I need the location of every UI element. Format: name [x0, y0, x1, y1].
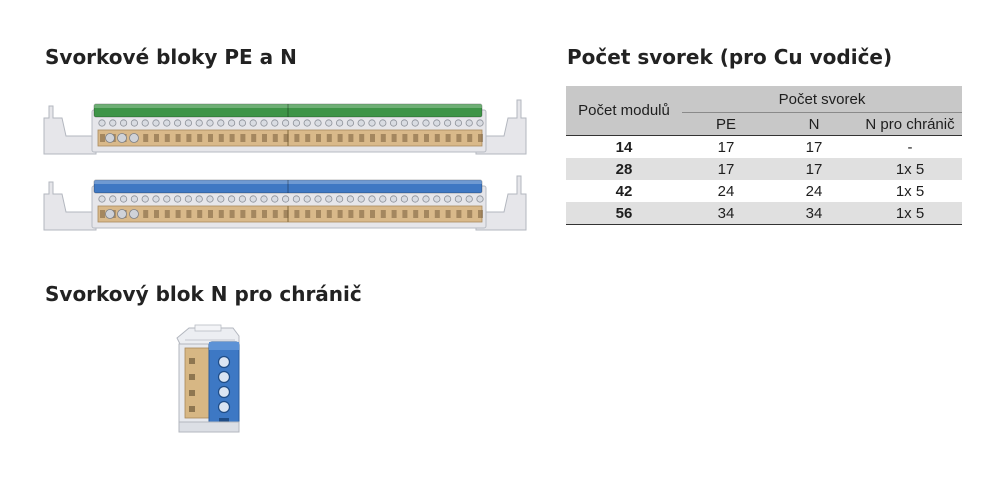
table-row: 56 34 34 1x 5: [566, 202, 962, 225]
header-modules: Počet modulů: [566, 86, 682, 136]
table-heading-terminal-count: Počet svorek (pro Cu vodiče): [567, 45, 893, 69]
table-row: 14 17 17 -: [566, 135, 962, 158]
header-n: N: [770, 112, 858, 136]
section-heading-terminal-blocks: Svorkové bloky PE a N: [45, 45, 297, 69]
cell-n-chranic: 1x 5: [858, 202, 962, 225]
cell-pe: 34: [682, 202, 770, 225]
table-row: 42 24 24 1x 5: [566, 180, 962, 202]
section-heading-n-block: Svorkový blok N pro chránič: [45, 282, 362, 306]
cell-n: 24: [805, 182, 823, 200]
cell-modules: 56: [566, 202, 682, 225]
cell-n-chranic: 1x 5: [858, 158, 962, 180]
cell-modules: 14: [566, 135, 682, 158]
cell-modules: 42: [615, 182, 633, 200]
cell-n: 34: [770, 202, 858, 225]
cell-n: 17: [770, 158, 858, 180]
terminal-count-table: Počet modulů Počet svorek PE N N pro chr…: [566, 86, 962, 225]
n-terminal-block-image: [176, 324, 240, 433]
header-terminal-count: Počet svorek: [682, 86, 962, 113]
header-pe: PE: [682, 112, 770, 136]
table-row: 28 17 17 1x 5: [566, 158, 962, 180]
cell-n: 17: [770, 135, 858, 158]
pe-terminal-bar-image: [43, 99, 527, 155]
cell-n-chranic: 1x 5: [895, 182, 925, 200]
header-n-chranic: N pro chránič: [858, 112, 962, 136]
cell-pe: 17: [682, 135, 770, 158]
cell-pe: 24: [717, 182, 735, 200]
cell-modules: 28: [566, 158, 682, 180]
cell-n-chranic: -: [858, 135, 962, 158]
cell-pe: 17: [682, 158, 770, 180]
n-terminal-bar-image: [43, 175, 527, 231]
